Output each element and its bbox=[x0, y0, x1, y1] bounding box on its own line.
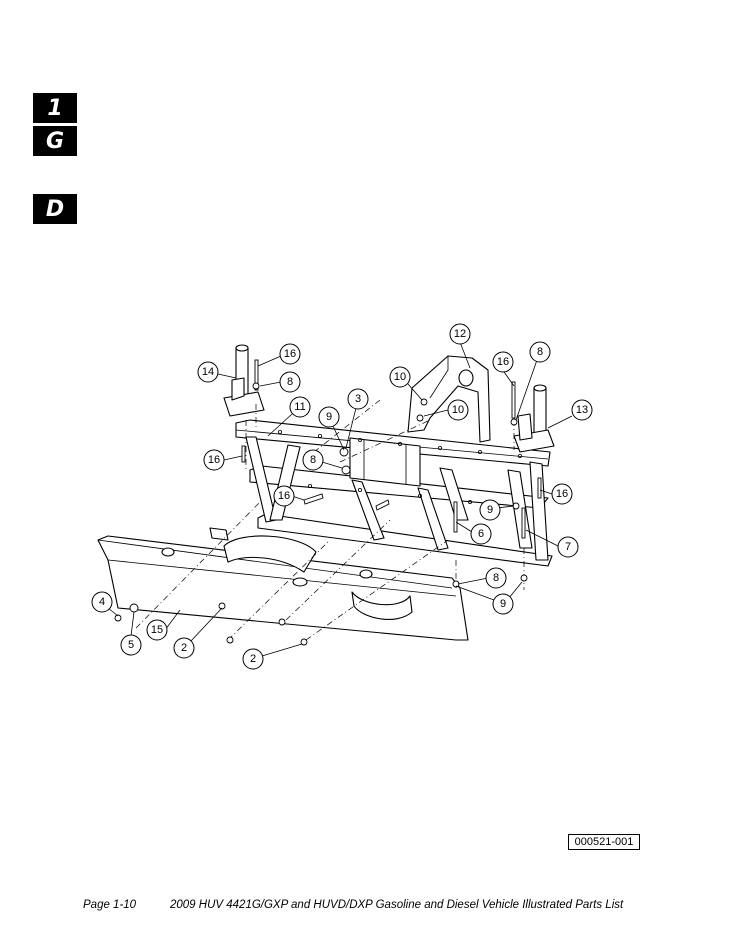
callout-8: 8 bbox=[279, 371, 301, 393]
frame-assembly bbox=[235, 419, 553, 567]
callout-2: 2 bbox=[242, 648, 264, 670]
section-tab-g: G bbox=[33, 126, 77, 156]
callout-8: 8 bbox=[302, 449, 324, 471]
svg-text:15: 15 bbox=[151, 624, 163, 636]
svg-text:5: 5 bbox=[128, 639, 134, 651]
callout-4: 4 bbox=[91, 591, 113, 613]
callout-11: 11 bbox=[289, 396, 311, 418]
callout-12: 12 bbox=[449, 323, 471, 345]
callout-7: 7 bbox=[557, 536, 579, 558]
svg-text:7: 7 bbox=[565, 541, 571, 553]
callout-8: 8 bbox=[485, 567, 507, 589]
callout-16: 16 bbox=[203, 449, 225, 471]
svg-text:12: 12 bbox=[454, 328, 466, 340]
svg-text:8: 8 bbox=[537, 346, 543, 358]
svg-text:16: 16 bbox=[284, 348, 296, 360]
svg-text:10: 10 bbox=[394, 371, 406, 383]
callout-3: 3 bbox=[347, 388, 369, 410]
callout-16: 16 bbox=[279, 343, 301, 365]
callout-2: 2 bbox=[173, 637, 195, 659]
left-mount-bracket bbox=[223, 344, 265, 417]
svg-text:2: 2 bbox=[181, 642, 187, 654]
svg-text:3: 3 bbox=[355, 393, 361, 405]
callout-9: 9 bbox=[318, 406, 340, 428]
svg-text:16: 16 bbox=[556, 488, 568, 500]
callout-6: 6 bbox=[470, 523, 492, 545]
svg-text:8: 8 bbox=[287, 376, 293, 388]
callout-leaders bbox=[107, 341, 573, 657]
footer-document-title: 2009 HUV 4421G/GXP and HUVD/DXP Gasoline… bbox=[170, 899, 624, 911]
svg-text:16: 16 bbox=[497, 356, 509, 368]
callout-14: 14 bbox=[197, 361, 219, 383]
callout-10: 10 bbox=[389, 366, 411, 388]
svg-text:8: 8 bbox=[493, 572, 499, 584]
svg-text:6: 6 bbox=[478, 528, 484, 540]
section-tab-d: D bbox=[33, 194, 77, 224]
svg-text:4: 4 bbox=[99, 596, 105, 608]
svg-text:9: 9 bbox=[500, 598, 506, 610]
callout-9: 9 bbox=[492, 593, 514, 615]
callout-13: 13 bbox=[571, 399, 593, 421]
right-mount-bracket bbox=[513, 384, 555, 453]
svg-text:8: 8 bbox=[310, 454, 316, 466]
svg-text:13: 13 bbox=[576, 404, 588, 416]
svg-text:16: 16 bbox=[278, 490, 290, 502]
svg-text:16: 16 bbox=[208, 454, 220, 466]
fasteners bbox=[114, 359, 542, 646]
callout-9: 9 bbox=[479, 499, 501, 521]
drawing-number: 000521-001 bbox=[568, 834, 640, 850]
svg-text:9: 9 bbox=[487, 504, 493, 516]
svg-text:11: 11 bbox=[294, 401, 305, 413]
callout-16: 16 bbox=[273, 485, 295, 507]
callout-5: 5 bbox=[120, 634, 142, 656]
callout-10: 10 bbox=[447, 399, 469, 421]
callout-8: 8 bbox=[529, 341, 551, 363]
svg-text:10: 10 bbox=[452, 404, 464, 416]
upper-plate-bracket bbox=[407, 355, 491, 443]
svg-text:2: 2 bbox=[250, 653, 256, 665]
section-tab-1: 1 bbox=[33, 93, 77, 123]
callout-16: 16 bbox=[551, 483, 573, 505]
svg-text:14: 14 bbox=[202, 366, 214, 378]
callout-16: 16 bbox=[492, 351, 514, 373]
footer-page-number: Page 1-10 bbox=[83, 899, 137, 911]
callout-15: 15 bbox=[146, 619, 168, 641]
svg-text:9: 9 bbox=[326, 411, 332, 423]
skid-plate bbox=[97, 527, 469, 641]
